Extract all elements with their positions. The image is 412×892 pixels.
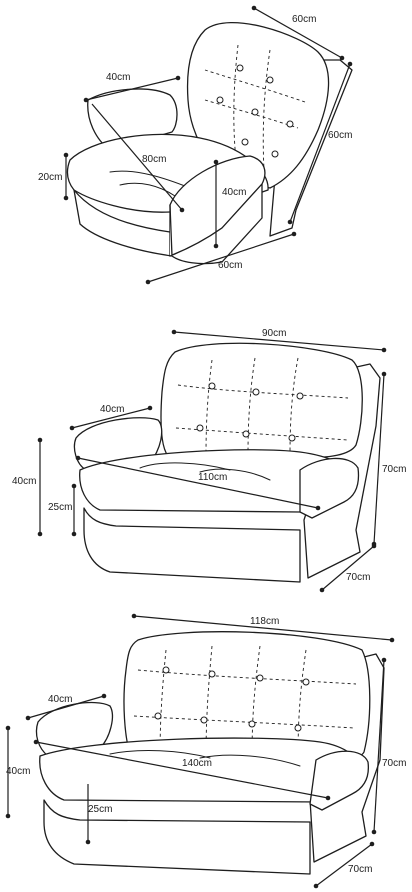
three-armrest-label: 40cm xyxy=(48,694,72,705)
two-depth-label: 70cm xyxy=(346,572,370,583)
two-seat-dimensions: 90cm 40cm 110cm 40cm 25cm 70cm 70cm xyxy=(12,328,406,593)
single-seat-depth-label: 80cm xyxy=(142,154,166,165)
single-backrest-width-label: 60cm xyxy=(292,14,316,25)
two-armrest-label: 40cm xyxy=(100,404,124,415)
three-backrest-width-label: 118cm xyxy=(250,616,279,627)
three-seat-height-label: 25cm xyxy=(88,804,112,815)
two-total-height-label: 40cm xyxy=(12,476,36,487)
two-overall-width-label: 110cm xyxy=(198,472,227,483)
two-backrest-width-label: 90cm xyxy=(262,328,286,339)
two-seat-height-label: 25cm xyxy=(48,502,72,513)
single-chair-dimensions: 60cm 60cm 40cm 80cm 20cm 40cm 60cm xyxy=(38,5,352,285)
single-backrest-height-label: 60cm xyxy=(328,130,352,141)
single-arm-height-label: 40cm xyxy=(222,187,246,198)
single-seat-height-label: 20cm xyxy=(38,172,62,183)
three-depth-label: 70cm xyxy=(348,864,372,875)
three-seat-dimensions: 118cm 40cm 140cm 40cm 25cm 70cm 70cm xyxy=(5,613,406,889)
single-armrest-label: 40cm xyxy=(106,72,130,83)
three-overall-width-label: 140cm xyxy=(182,758,212,769)
single-base-width-label: 60cm xyxy=(218,260,242,271)
three-total-height-label: 40cm xyxy=(6,766,30,777)
two-side-height-label: 70cm xyxy=(382,464,406,475)
three-seat-sofa xyxy=(35,631,385,875)
three-side-height-label: 70cm xyxy=(382,758,406,769)
single-chair xyxy=(66,21,353,265)
two-seat-sofa xyxy=(73,342,381,583)
